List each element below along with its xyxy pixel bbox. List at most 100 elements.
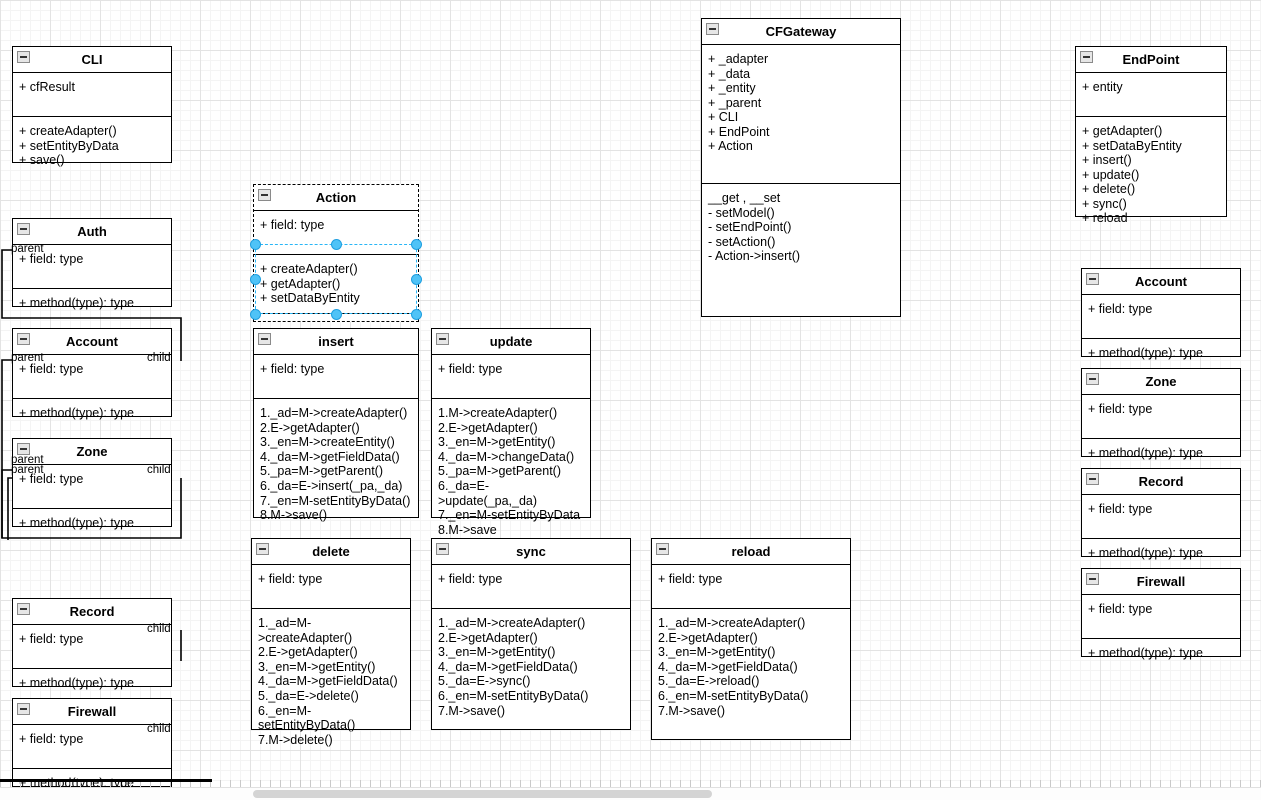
collapse-minus-icon[interactable] bbox=[1086, 273, 1099, 285]
sync-header[interactable]: sync bbox=[432, 539, 630, 565]
auth-header[interactable]: Auth bbox=[13, 219, 171, 245]
zone-right-title: Zone bbox=[1145, 374, 1177, 389]
uml-class-reload[interactable]: reload + field: type 1._ad=M->createAdap… bbox=[651, 538, 851, 740]
horizontal-ruler bbox=[0, 780, 1261, 788]
edge-label-zone-child: child bbox=[147, 464, 171, 476]
record-right-title: Record bbox=[1138, 474, 1184, 489]
action-title: Action bbox=[315, 190, 357, 205]
record-right-header[interactable]: Record bbox=[1082, 469, 1240, 495]
reload-header[interactable]: reload bbox=[652, 539, 850, 565]
collapse-minus-icon[interactable] bbox=[17, 333, 30, 345]
uml-class-firewall-left[interactable]: Firewall + field: type + method(type): t… bbox=[12, 698, 172, 790]
edge-label-firewall-child: child bbox=[147, 723, 171, 735]
insert-title: insert bbox=[318, 334, 354, 349]
zone-left-attributes: + field: type bbox=[13, 465, 171, 509]
zone-left-methods: + method(type): type bbox=[19, 516, 134, 530]
uml-class-cli[interactable]: CLI + cfResult + createAdapter() + setEn… bbox=[12, 46, 172, 167]
zone-left-header[interactable]: Zone bbox=[13, 439, 171, 465]
account-right-header[interactable]: Account bbox=[1082, 269, 1240, 295]
collapse-minus-icon[interactable] bbox=[17, 603, 30, 615]
zone-right-header[interactable]: Zone bbox=[1082, 369, 1240, 395]
collapse-minus-icon[interactable] bbox=[706, 23, 719, 35]
account-right-methods: + method(type): type bbox=[1088, 346, 1203, 360]
resize-handle-ne[interactable] bbox=[411, 239, 422, 250]
resize-handle-n[interactable] bbox=[331, 239, 342, 250]
uml-class-firewall-right[interactable]: Firewall + field: type + method(type): t… bbox=[1081, 568, 1241, 660]
update-attributes: + field: type bbox=[432, 355, 590, 399]
collapse-minus-icon[interactable] bbox=[1080, 51, 1093, 63]
delete-header[interactable]: delete bbox=[252, 539, 410, 565]
collapse-minus-icon[interactable] bbox=[258, 333, 271, 345]
uml-class-record-left[interactable]: Record + field: type + method(type): typ… bbox=[12, 598, 172, 690]
collapse-minus-icon[interactable] bbox=[1086, 373, 1099, 385]
update-header[interactable]: update bbox=[432, 329, 590, 355]
insert-header[interactable]: insert bbox=[254, 329, 418, 355]
uml-class-auth[interactable]: Auth + field: type + method(type): type bbox=[12, 218, 172, 310]
record-right-methods: + method(type): type bbox=[1088, 546, 1203, 560]
collapse-minus-icon[interactable] bbox=[1086, 573, 1099, 585]
update-title: update bbox=[489, 334, 533, 349]
zone-right-attributes: + field: type bbox=[1082, 395, 1240, 439]
collapse-minus-icon[interactable] bbox=[436, 543, 449, 555]
uml-class-account-left[interactable]: Account + field: type + method(type): ty… bbox=[12, 328, 172, 420]
collapse-minus-icon[interactable] bbox=[17, 703, 30, 715]
endpoint-header[interactable]: EndPoint bbox=[1076, 47, 1226, 73]
firewall-left-title: Firewall bbox=[67, 704, 117, 719]
cfgateway-attributes: + _adapter + _data + _entity + _parent +… bbox=[702, 45, 900, 184]
resize-handle-e[interactable] bbox=[411, 274, 422, 285]
endpoint-attributes: + entity bbox=[1076, 73, 1226, 117]
account-left-methods: + method(type): type bbox=[19, 406, 134, 420]
reload-methods: 1._ad=M->createAdapter() 2.E->getAdapter… bbox=[658, 616, 809, 718]
collapse-minus-icon[interactable] bbox=[436, 333, 449, 345]
collapse-minus-icon[interactable] bbox=[258, 189, 271, 201]
resize-handle-w[interactable] bbox=[250, 274, 261, 285]
uml-class-account-right[interactable]: Account + field: type + method(type): ty… bbox=[1081, 268, 1241, 360]
edge-label-zone-parent-a: parent bbox=[11, 454, 44, 466]
uml-class-endpoint[interactable]: EndPoint + entity + getAdapter() + setDa… bbox=[1075, 46, 1227, 225]
resize-handle-s[interactable] bbox=[331, 309, 342, 320]
uml-class-zone-left[interactable]: Zone + field: type + method(type): type bbox=[12, 438, 172, 530]
firewall-right-header[interactable]: Firewall bbox=[1082, 569, 1240, 595]
account-right-title: Account bbox=[1135, 274, 1187, 289]
collapse-minus-icon[interactable] bbox=[17, 443, 30, 455]
auth-attributes: + field: type bbox=[13, 245, 171, 289]
uml-class-insert[interactable]: insert + field: type 1._ad=M->createAdap… bbox=[253, 328, 419, 522]
cfgateway-header[interactable]: CFGateway bbox=[702, 19, 900, 45]
uml-class-zone-right[interactable]: Zone + field: type + method(type): type bbox=[1081, 368, 1241, 460]
resize-handle-se[interactable] bbox=[411, 309, 422, 320]
uml-class-delete[interactable]: delete + field: type 1._ad=M->createAdap… bbox=[251, 538, 411, 747]
scrollbar-thumb[interactable] bbox=[253, 790, 712, 798]
delete-methods: 1._ad=M->createAdapter() 2.E->getAdapter… bbox=[258, 616, 398, 747]
action-header[interactable]: Action bbox=[254, 185, 418, 211]
firewall-left-header[interactable]: Firewall bbox=[13, 699, 171, 725]
auth-title: Auth bbox=[77, 224, 107, 239]
uml-class-cfgateway[interactable]: CFGateway + _adapter + _data + _entity +… bbox=[701, 18, 901, 317]
resize-handle-sw[interactable] bbox=[250, 309, 261, 320]
resize-handle-nw[interactable] bbox=[250, 239, 261, 250]
account-left-title: Account bbox=[66, 334, 118, 349]
cli-methods: + createAdapter() + setEntityByData + sa… bbox=[19, 124, 119, 167]
cfgateway-title: CFGateway bbox=[765, 24, 837, 39]
sync-attributes: + field: type bbox=[432, 565, 630, 609]
cli-attributes: + cfResult bbox=[13, 73, 171, 117]
uml-class-record-right[interactable]: Record + field: type + method(type): typ… bbox=[1081, 468, 1241, 560]
delete-title: delete bbox=[312, 544, 350, 559]
collapse-minus-icon[interactable] bbox=[656, 543, 669, 555]
collapse-minus-icon[interactable] bbox=[17, 223, 30, 235]
collapse-minus-icon[interactable] bbox=[256, 543, 269, 555]
collapse-minus-icon[interactable] bbox=[1086, 473, 1099, 485]
cfgateway-methods: __get , __set - setModel() - setEndPoint… bbox=[708, 191, 801, 263]
uml-class-update[interactable]: update + field: type 1.M->createAdapter(… bbox=[431, 328, 591, 537]
auth-methods: + method(type): type bbox=[19, 296, 134, 310]
zone-right-methods: + method(type): type bbox=[1088, 446, 1203, 460]
edge-label-record-child: child bbox=[147, 623, 171, 635]
uml-class-action[interactable]: Action + field: type + createAdapter() +… bbox=[253, 184, 419, 322]
account-left-header[interactable]: Account bbox=[13, 329, 171, 355]
cli-header[interactable]: CLI bbox=[13, 47, 171, 73]
uml-class-sync[interactable]: sync + field: type 1._ad=M->createAdapte… bbox=[431, 538, 631, 730]
horizontal-scrollbar[interactable] bbox=[0, 787, 1261, 800]
collapse-minus-icon[interactable] bbox=[17, 51, 30, 63]
record-left-header[interactable]: Record bbox=[13, 599, 171, 625]
firewall-right-attributes: + field: type bbox=[1082, 595, 1240, 639]
